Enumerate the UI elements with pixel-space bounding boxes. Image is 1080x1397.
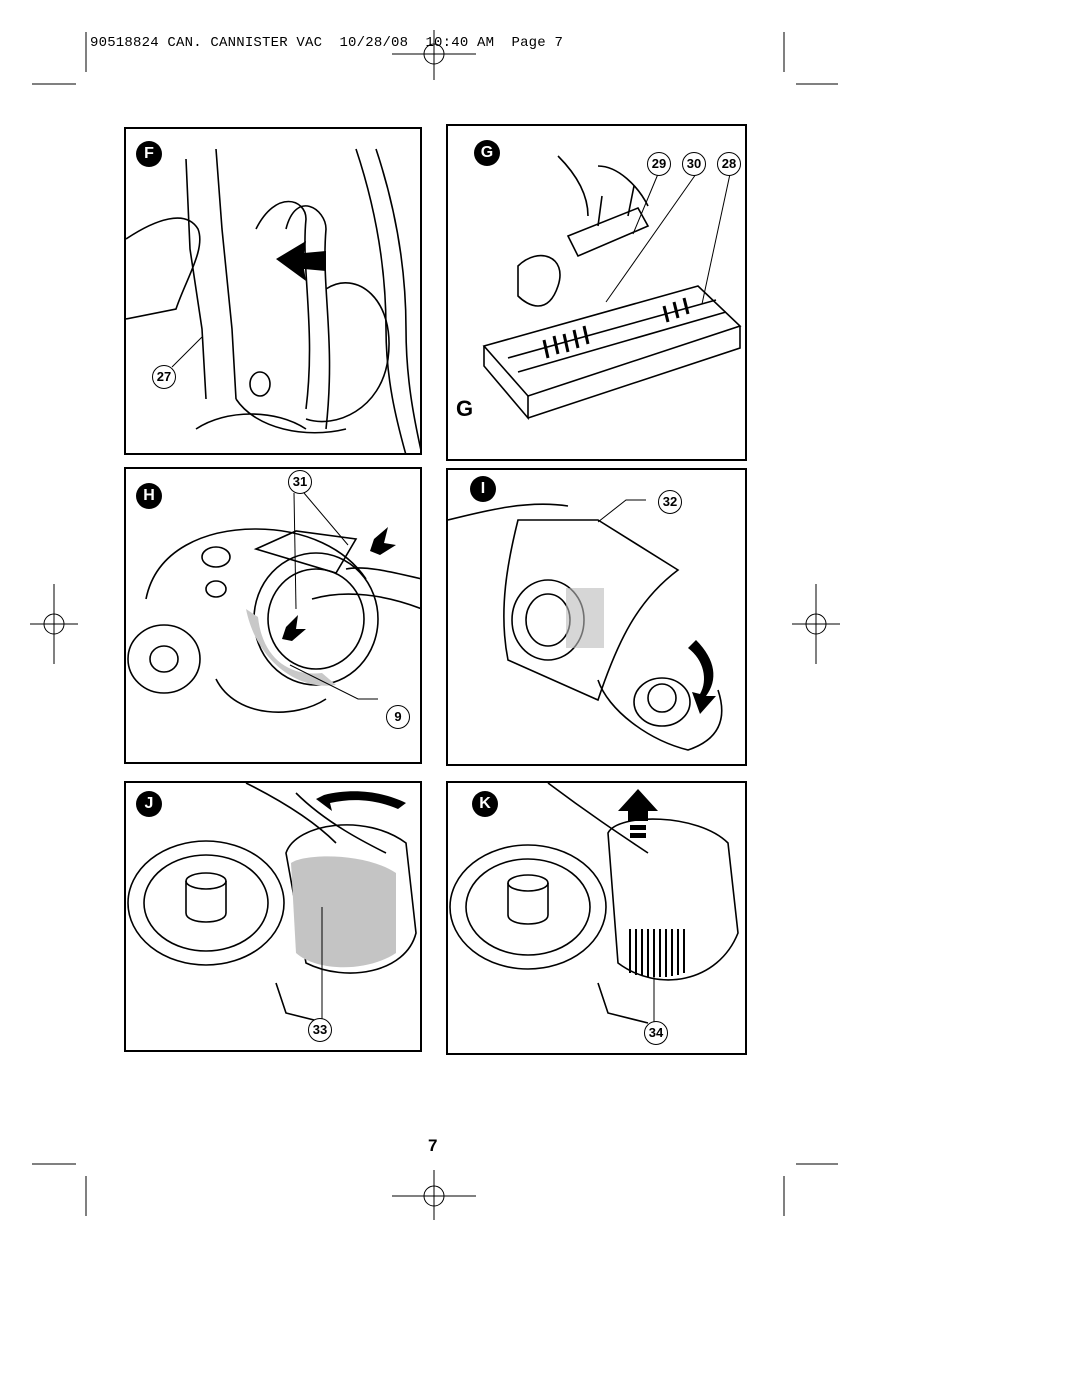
- panel-f-detach-hose: F 27: [124, 127, 422, 455]
- panel-i-open-dirt-cup: I 32: [446, 468, 747, 766]
- illustration-power-nozzle: [482, 155, 742, 421]
- panel-g-corner-letter: G: [456, 396, 474, 421]
- panel-h-release-dirt-cup: H 31 9: [124, 467, 422, 764]
- panel-badge-g: G: [474, 140, 500, 166]
- callout-34: 34: [644, 1021, 668, 1045]
- panel-k-lift-filter: K 34: [446, 781, 747, 1055]
- panel-badge-h: H: [136, 483, 162, 509]
- panel-badge-f: F: [136, 141, 162, 167]
- panel-badge-i: I: [470, 476, 496, 502]
- page-number: 7: [428, 1136, 438, 1155]
- panel-j-twist-filter: J 33: [124, 781, 422, 1052]
- panel-badge-k: K: [472, 791, 498, 817]
- callout-9: 9: [386, 705, 410, 729]
- illustration-hose-release: [126, 148, 420, 453]
- illustration-canister-top: [127, 492, 420, 713]
- callout-33: 33: [308, 1018, 332, 1042]
- callout-31: 31: [288, 470, 312, 494]
- callout-32: 32: [658, 490, 682, 514]
- print-slug-header: 90518824 CAN. CANNISTER VAC 10/28/08 10:…: [90, 35, 564, 51]
- illustration-dirt-cup-open: [448, 499, 723, 751]
- illustration-filter-lift: [449, 783, 739, 1024]
- callout-27: 27: [152, 365, 176, 389]
- callout-29: 29: [647, 152, 671, 176]
- illustration-filter-twist: [127, 783, 417, 1024]
- callout-30: 30: [682, 152, 706, 176]
- panel-badge-j: J: [136, 791, 162, 817]
- panel-g-remove-brushroll-cover: G 29 30 28 G: [446, 124, 747, 461]
- callout-28: 28: [717, 152, 741, 176]
